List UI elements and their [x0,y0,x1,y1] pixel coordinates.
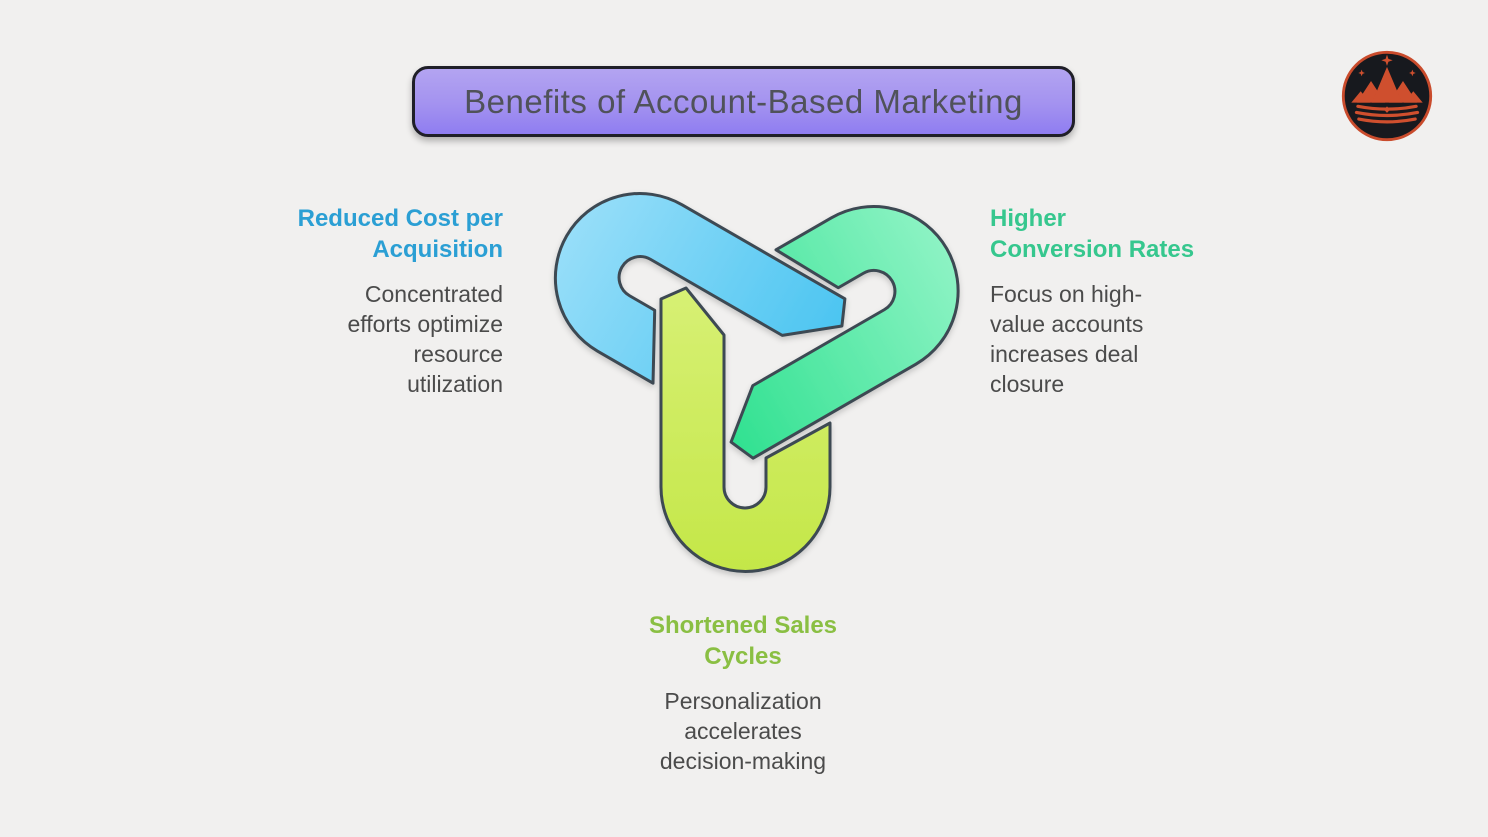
heading-line: Reduced Cost per [297,205,503,232]
mountain-crown-icon [1351,54,1423,113]
benefit-higher-conversion-rates: Higher Conversion Rates Focus on high- v… [990,203,1240,399]
abm-knot-graphic [522,168,980,573]
benefit-description: Focus on high- value accounts increases … [990,279,1240,399]
star-icon [1409,69,1416,77]
body-line: accelerates [684,718,802,744]
brand-logo [1341,50,1433,142]
heading-line: Shortened Sales [648,612,838,639]
benefit-heading: Reduced Cost per Acquisition [240,203,503,265]
body-line: Personalization [664,688,822,714]
heading-line: Acquisition [372,236,503,263]
heading-line: Higher [990,205,1067,232]
body-line: decision-making [659,748,827,774]
body-line: value accounts [990,311,1144,337]
benefit-heading: Higher Conversion Rates [990,203,1240,265]
benefit-heading: Shortened Sales Cycles [593,610,893,672]
benefit-reduced-cost-per-acquisition: Reduced Cost per Acquisition Concentrate… [240,203,503,399]
body-line: utilization [407,371,503,397]
page-title: Benefits of Account-Based Marketing [464,82,1023,120]
body-line: Focus on high- [990,281,1143,307]
star-icon [1358,69,1365,77]
heading-line: Conversion Rates [990,236,1195,263]
star-icon [1381,54,1393,66]
body-line: resource [413,341,503,367]
benefit-description: Personalization accelerates decision-mak… [593,686,893,776]
body-line: increases deal [990,341,1139,367]
body-line: efforts optimize [347,311,503,337]
crown-base-icon [1354,104,1420,124]
benefit-description: Concentrated efforts optimize resource u… [240,279,503,399]
heading-line: Cycles [704,643,782,670]
body-line: Concentrated [364,281,503,307]
body-line: closure [990,371,1065,397]
title-banner: Benefits of Account-Based Marketing [412,66,1075,137]
benefit-shortened-sales-cycles: Shortened Sales Cycles Personalization a… [593,610,893,776]
